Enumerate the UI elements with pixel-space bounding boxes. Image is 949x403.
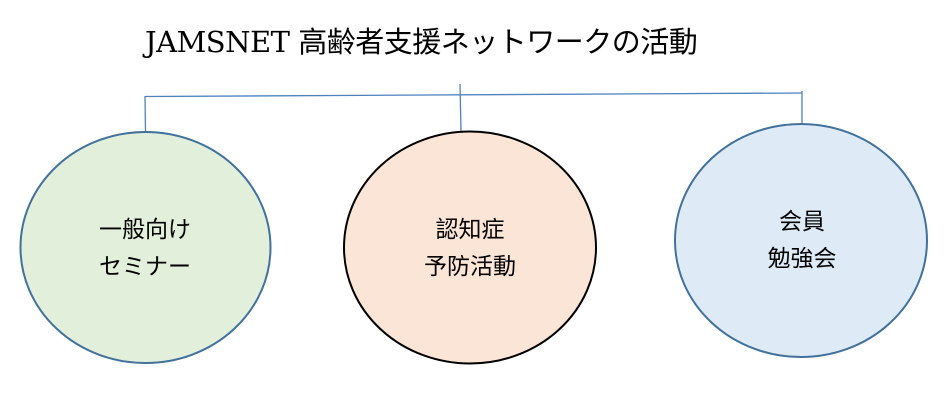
node-study-line2: 勉強会	[767, 246, 837, 272]
node-dementia-line2: 予防活動	[424, 254, 516, 280]
connector-horizontal	[144, 92, 803, 98]
node-study-shape[interactable]	[674, 123, 928, 358]
diagram-title: JAMSNET 高齢者支援ネットワークの活動	[145, 25, 698, 59]
node-dementia-line1: 認知症	[435, 217, 505, 243]
node-study-label: 会員 勉強会	[717, 204, 887, 278]
node-dementia-shape[interactable]	[343, 130, 597, 365]
node-seminar-shape[interactable]	[19, 131, 272, 364]
node-seminar-label: 一般向け セミナー	[60, 212, 230, 286]
connector-left-drop	[144, 95, 147, 133]
node-seminar-line2: セミナー	[99, 254, 191, 280]
node-dementia-label: 認知症 予防活動	[385, 212, 555, 286]
connector-root-stem	[459, 83, 462, 132]
node-study-line1: 会員	[779, 209, 825, 235]
connector-lines	[144, 83, 803, 133]
node-seminar-line1: 一般向け	[99, 217, 191, 243]
